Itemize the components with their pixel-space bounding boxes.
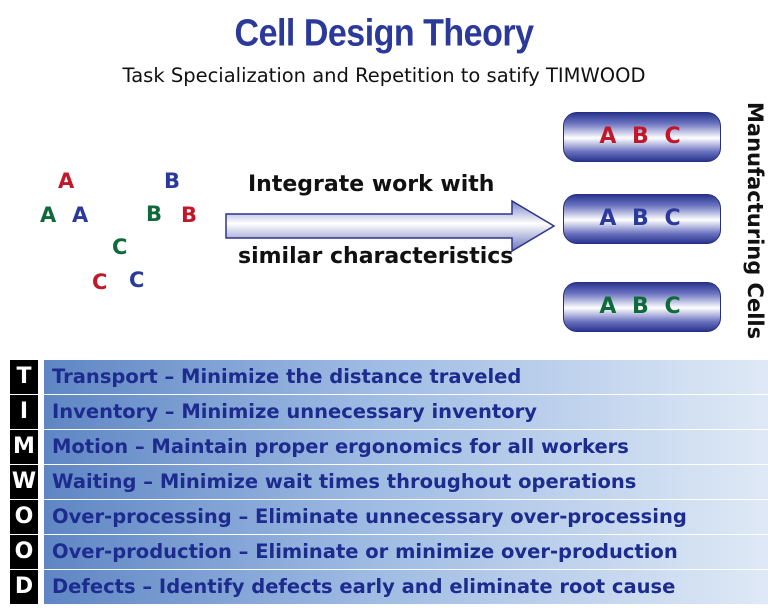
cell-label-3: A B C bbox=[599, 294, 685, 319]
timwood-row-defects: D Defects – Identify defects early and e… bbox=[10, 570, 768, 604]
timwood-bar: Over-processing – Eliminate unnecessary … bbox=[44, 500, 768, 534]
manufacturing-cells-label: Manufacturing Cells bbox=[743, 102, 767, 340]
cell-label-1: A B C bbox=[599, 124, 685, 149]
manufacturing-cell-1: A B C bbox=[563, 112, 721, 162]
scatter-letter-b-blue: B bbox=[164, 169, 181, 193]
timwood-letter-t: T bbox=[10, 360, 38, 394]
manufacturing-cell-2: A B C bbox=[563, 194, 721, 244]
timwood-bar: Over-production – Eliminate or minimize … bbox=[44, 535, 768, 569]
timwood-text-motion: Motion – Maintain proper ergonomics for … bbox=[52, 435, 629, 458]
timwood-row-transport: T Transport – Minimize the distance trav… bbox=[10, 360, 768, 394]
timwood-text-transport: Transport – Minimize the distance travel… bbox=[52, 365, 522, 388]
scatter-letter-a-blue: A bbox=[72, 203, 89, 227]
timwood-row-inventory: I Inventory – Minimize unnecessary inven… bbox=[10, 395, 768, 429]
manufacturing-cell-3: A B C bbox=[563, 282, 721, 332]
timwood-text-over-processing: Over-processing – Eliminate unnecessary … bbox=[52, 505, 687, 528]
timwood-letter-o: O bbox=[10, 535, 38, 569]
timwood-text-inventory: Inventory – Minimize unnecessary invento… bbox=[52, 400, 537, 423]
scatter-letter-c-red: C bbox=[92, 270, 108, 294]
timwood-row-motion: M Motion – Maintain proper ergonomics fo… bbox=[10, 430, 768, 464]
page-subtitle: Task Specialization and Repetition to sa… bbox=[122, 64, 646, 87]
scatter-letter-a-green: A bbox=[40, 203, 57, 227]
timwood-bar: Defects – Identify defects early and eli… bbox=[44, 570, 768, 604]
page-title: Cell Design Theory bbox=[234, 11, 534, 55]
timwood-bar: Motion – Maintain proper ergonomics for … bbox=[44, 430, 768, 464]
timwood-row-over-production: O Over-production – Eliminate or minimiz… bbox=[10, 535, 768, 569]
timwood-letter-o: O bbox=[10, 500, 38, 534]
timwood-row-waiting: W Waiting – Minimize wait times througho… bbox=[10, 465, 768, 499]
timwood-list: T Transport – Minimize the distance trav… bbox=[10, 356, 768, 604]
scatter-letter-a-red: A bbox=[58, 169, 75, 193]
arrow-icon bbox=[225, 199, 556, 253]
timwood-letter-d: D bbox=[10, 570, 38, 604]
scatter-letter-b-green: B bbox=[146, 202, 163, 226]
arrow-text-line1: Integrate work with bbox=[248, 172, 495, 197]
timwood-text-over-production: Over-production – Eliminate or minimize … bbox=[52, 540, 678, 563]
timwood-bar: Waiting – Minimize wait times throughout… bbox=[44, 465, 768, 499]
timwood-text-waiting: Waiting – Minimize wait times throughout… bbox=[52, 470, 637, 493]
arrow-text-line2: similar characteristics bbox=[238, 244, 514, 269]
timwood-bar: Inventory – Minimize unnecessary invento… bbox=[44, 395, 768, 429]
timwood-letter-i: I bbox=[10, 395, 38, 429]
scatter-letter-c-green: C bbox=[112, 235, 128, 259]
scatter-letter-c-blue: C bbox=[129, 268, 145, 292]
timwood-letter-w: W bbox=[10, 465, 38, 499]
timwood-text-defects: Defects – Identify defects early and eli… bbox=[52, 575, 676, 598]
scatter-letter-b-red: B bbox=[181, 203, 198, 227]
timwood-letter-m: M bbox=[10, 430, 38, 464]
timwood-bar: Transport – Minimize the distance travel… bbox=[44, 360, 768, 394]
timwood-row-over-processing: O Over-processing – Eliminate unnecessar… bbox=[10, 500, 768, 534]
cell-label-2: A B C bbox=[599, 206, 685, 231]
